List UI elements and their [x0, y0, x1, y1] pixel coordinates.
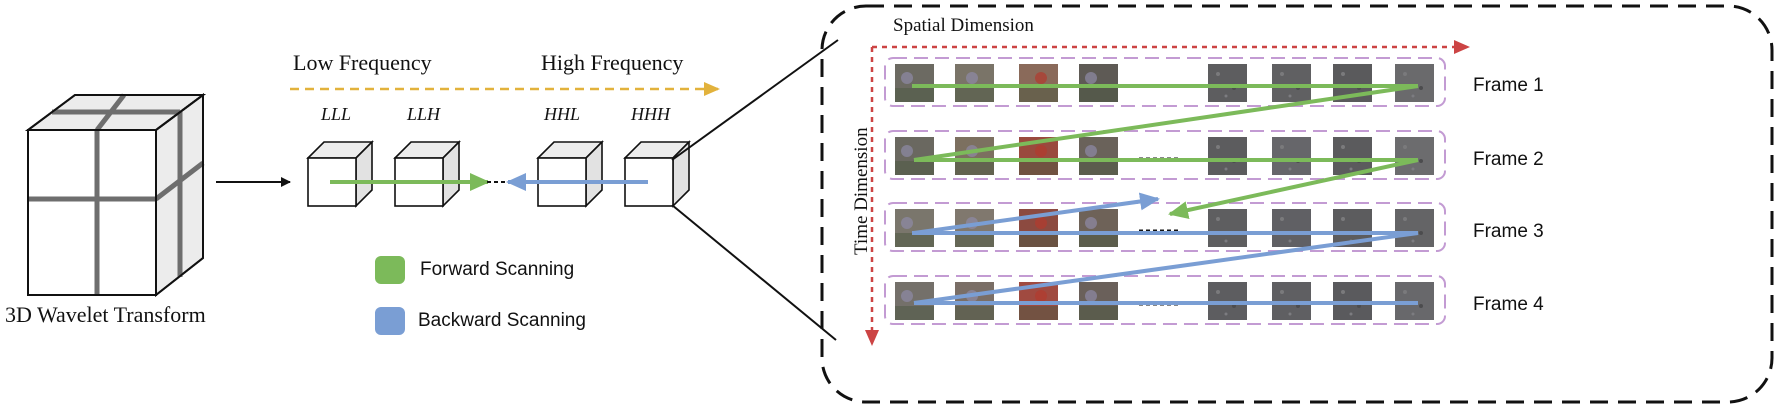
- scan-arrow-backward: [913, 192, 1160, 235]
- zoom-line-bottom: [671, 204, 837, 341]
- time-dimension-label: Time Dimension: [851, 127, 872, 255]
- frame-thumbnail: [1272, 137, 1311, 175]
- frame-thumbnail: [895, 64, 934, 102]
- subband-label-hhh: HHH: [631, 104, 670, 124]
- zoom-line-top: [671, 39, 839, 161]
- frame-thumbnail: [1208, 209, 1247, 247]
- frame-row-1: [884, 57, 1446, 107]
- scan-paths: [912, 84, 1419, 305]
- wavelet-caption: 3D Wavelet Transform: [5, 302, 206, 327]
- frame-thumbnail: [1208, 137, 1247, 175]
- frame-thumbnail: [1272, 209, 1311, 247]
- frame-row-4: [884, 275, 1446, 325]
- cube-hhl: [536, 140, 604, 208]
- frame-thumbnail: [1079, 64, 1118, 102]
- subband-cubes: [306, 140, 691, 208]
- subband-label-llh: LLH: [407, 104, 441, 124]
- frame-thumbnail: [1395, 64, 1434, 102]
- frame-thumbnail: [1395, 209, 1434, 247]
- frame-label-4: Frame 4: [1473, 294, 1544, 315]
- frame-rows: [884, 57, 1446, 325]
- subband-label-hhl: HHL: [544, 104, 581, 124]
- frame-label-1: Frame 1: [1473, 75, 1544, 96]
- frame-thumbnail: [895, 209, 934, 247]
- frame-thumbnail: [1079, 137, 1118, 175]
- frame-label-2: Frame 2: [1473, 149, 1544, 170]
- scan-arrow-forward: [1168, 158, 1419, 219]
- legend-backward-label: Backward Scanning: [418, 310, 586, 331]
- high-frequency-label: High Frequency: [541, 50, 684, 75]
- frame-thumbnail: [1272, 64, 1311, 102]
- frame-row-2: [884, 130, 1446, 180]
- frame-thumbnail: [1208, 64, 1247, 102]
- legend-backward-swatch: [375, 307, 405, 335]
- frame-label-3: Frame 3: [1473, 221, 1544, 242]
- frame-thumbnail: [955, 64, 994, 102]
- frame-thumbnail: [1395, 137, 1434, 175]
- scan-diagonal-3-4: [913, 231, 1419, 305]
- low-frequency-label: Low Frequency: [293, 50, 432, 75]
- cube-hhh: [623, 140, 691, 208]
- frame-thumbnail: [1333, 137, 1372, 175]
- zoom-panel-border: [820, 4, 1774, 404]
- subband-label-lll: LLL: [321, 104, 352, 124]
- wavelet-cube: [24, 93, 207, 298]
- spatial-dimension-label: Spatial Dimension: [893, 15, 1034, 36]
- legend-forward-swatch: [375, 256, 405, 284]
- frame-row-3: [884, 202, 1446, 252]
- cube-lll: [306, 140, 374, 208]
- scan-diagonal-1-2: [913, 84, 1419, 162]
- frame-thumbnail: [1079, 209, 1118, 247]
- cube-llh: [393, 140, 461, 208]
- legend-forward-label: Forward Scanning: [420, 259, 575, 280]
- frame-thumbnail: [955, 137, 994, 175]
- frame-thumbnail: [1019, 64, 1058, 102]
